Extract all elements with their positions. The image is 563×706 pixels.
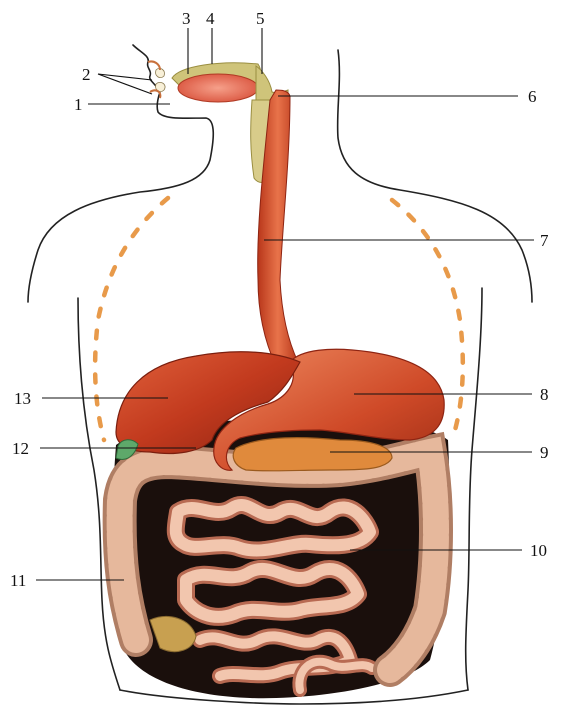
label-12: 12 [12,439,29,458]
label-8: 8 [540,385,549,404]
label-11: 11 [10,571,26,590]
label-4: 4 [206,9,215,28]
label-13: 13 [14,389,31,408]
tongue [178,74,258,102]
label-1: 1 [74,95,83,114]
label-3: 3 [182,9,191,28]
label-6: 6 [528,87,537,106]
teeth [156,68,165,91]
label-5: 5 [256,9,265,28]
label-9: 9 [540,443,549,462]
pancreas [233,438,392,471]
label-2: 2 [82,65,91,84]
label-10: 10 [530,541,547,560]
label-7: 7 [540,231,549,250]
